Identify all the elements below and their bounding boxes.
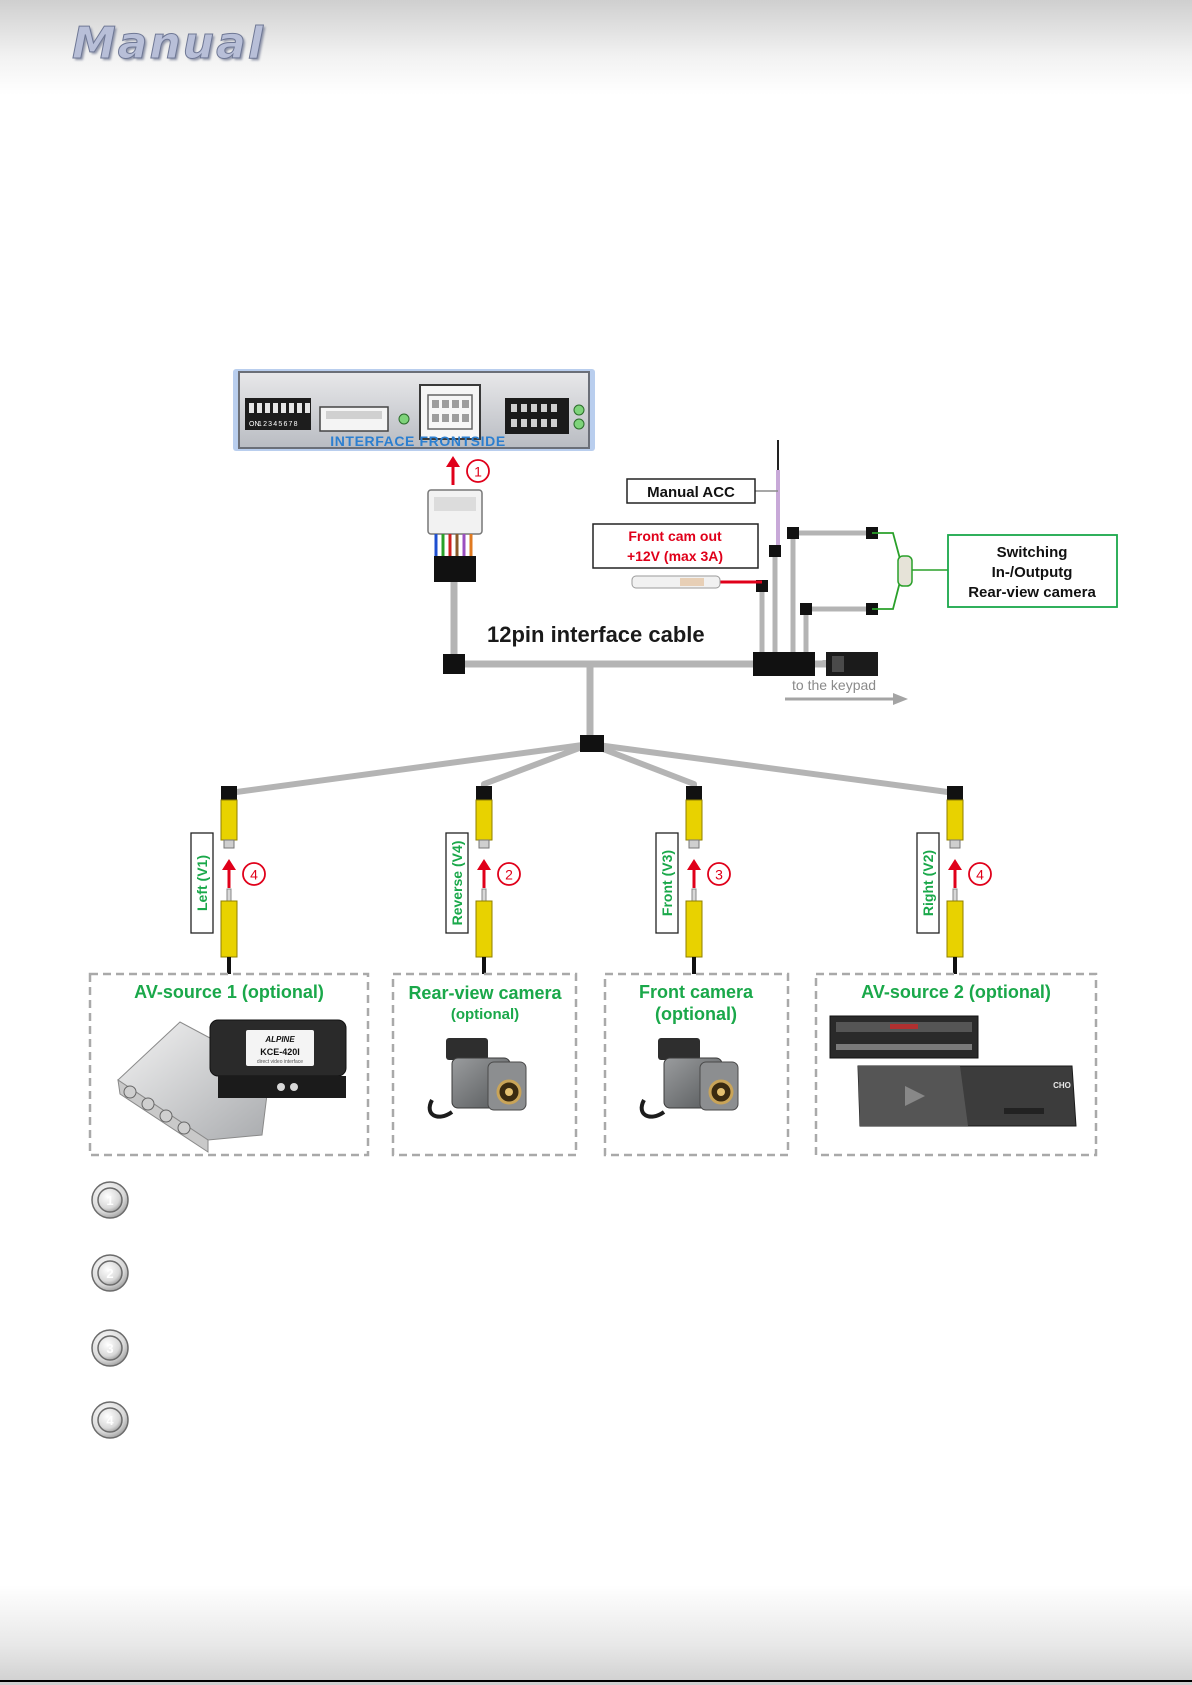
switching-label-1: Switching [997,544,1068,561]
switching-label-2: In-/Outputg [992,564,1073,581]
manual-acc-wire: Manual ACC [626,440,780,545]
input-channels: 4 Left (V1) 2 Reverse (V4) 3 Front (V3) 4 Right… [190,786,992,974]
product-label-sub: direct video interface [257,1059,303,1065]
input-channel-right: 4 Right (V2) [916,786,992,974]
front-camera-image [639,1038,739,1119]
legend-badge-1: 1 [91,1181,129,1219]
product-label-brand: ALPINE [264,1035,295,1044]
keypad-label: to the keypad [792,677,876,693]
manual-acc-label: Manual ACC [647,484,735,501]
av-source-2-image: CHO [829,1015,1077,1127]
changer-logo: CHO [1053,1081,1071,1090]
input-label: Reverse (V4) [449,841,465,926]
front-cam-out: Front cam out +12V (max 3A) [592,523,762,589]
source-title-front: Front camera [639,982,754,1002]
input-label: Front (V3) [659,850,675,916]
dip-on-label: ON [249,421,260,428]
footer-line [0,1680,1192,1682]
cable-label: 12pin interface cable [487,622,705,647]
legend-badge-3-number: 3 [106,1341,113,1356]
source-title-rear: Rear-view camera [408,983,562,1003]
front-cam-out-label: Front cam out [628,528,722,544]
input-step-number: 4 [976,867,984,883]
source-title-av2: AV-source 2 (optional) [861,982,1051,1002]
interface-frontside-label: INTERFACE FRONTSIDE [330,433,506,449]
dip-numbers: 12345678 [258,421,299,428]
source-subtitle-front: (optional) [655,1004,737,1024]
legend-badge-1-number: 1 [106,1193,113,1208]
source-subtitle-rear: (optional) [451,1006,519,1023]
legend-badge-4: 4 [91,1401,129,1439]
input-label: Right (V2) [920,850,936,916]
input-channel-front: 3 Front (V3) [655,786,731,974]
input-step-number: 2 [505,867,513,883]
legend-badge-2-number: 2 [106,1266,113,1281]
step-1-marker: 1 [446,456,490,485]
legend-badge-4-number: 4 [106,1413,114,1428]
header-bar: Manual [0,0,1192,95]
brand-title: Manual [72,18,265,70]
legend: 1 2 3 4 [91,1181,129,1439]
front-cam-out-voltage: +12V (max 3A) [627,548,723,564]
twelve-pin-plug [427,489,483,582]
fuse-terminal [631,575,721,589]
keypad-connector: to the keypad [785,652,908,705]
dip-switch: ON 12345678 [245,398,311,430]
legend-badge-3: 3 [91,1329,129,1367]
input-step-number: 3 [715,867,723,883]
av-source-1-image: ALPINE KCE-420I direct video interface [117,1019,347,1153]
footer-bar [0,1585,1192,1685]
cable-junctions [443,527,878,752]
legend-badge-2: 2 [91,1254,129,1292]
switching-label-3: Rear-view camera [968,584,1096,601]
switching-output: Switching In-/Outputg Rear-view camera [872,532,1118,610]
product-label-model: KCE-420I [260,1047,300,1057]
input-step-number: 4 [250,867,258,883]
source-title-av1: AV-source 1 (optional) [134,982,324,1002]
step-1-number: 1 [474,464,482,480]
input-channel-reverse: 2 Reverse (V4) [445,786,521,974]
interface-frontside: ON 12345678 INTERFACE FRONTSIDE [233,369,595,451]
input-label: Left (V1) [194,855,210,911]
input-channel-left: 4 Left (V1) [190,786,266,974]
rear-camera-image [427,1038,527,1119]
